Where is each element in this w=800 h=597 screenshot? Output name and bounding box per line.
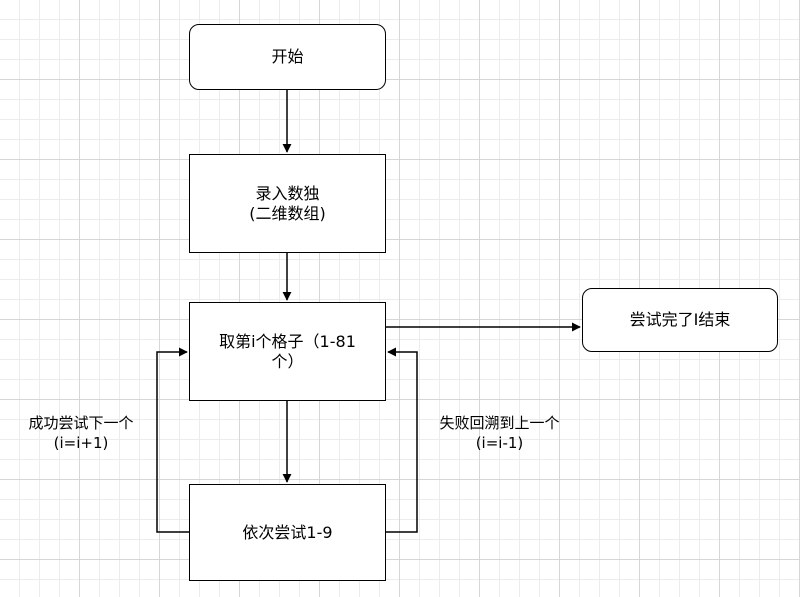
arrow-success-loop [156, 347, 189, 533]
take-cell-label: 取第i个格子（1-81 个） [219, 331, 356, 371]
fail-edge-label: 失败回溯到上一个 (i=i-1) [439, 414, 560, 452]
try-digits-label: 依次尝试1-9 [242, 522, 333, 542]
success-edge-label: 成功尝试下一个 (i=i+1) [28, 414, 134, 452]
take-cell-node: 取第i个格子（1-81 个） [189, 302, 386, 401]
arrow-fail-loop [385, 347, 418, 533]
try-digits-node: 依次尝试1-9 [189, 484, 386, 581]
end-label: 尝试完了I结束 [629, 310, 731, 329]
end-node: 尝试完了I结束 [582, 288, 778, 352]
start-label: 开始 [271, 47, 304, 66]
start-node: 开始 [189, 24, 386, 90]
input-label: 录入数独 (二维数组) [249, 183, 326, 223]
input-node: 录入数独 (二维数组) [189, 154, 386, 253]
